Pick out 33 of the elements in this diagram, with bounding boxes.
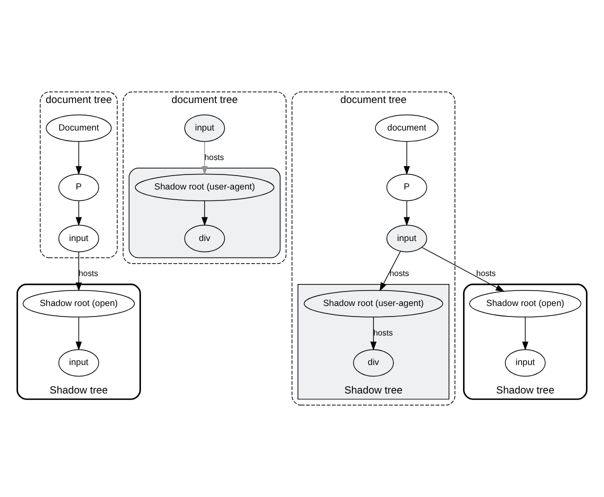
node-ellipse: input bbox=[58, 224, 100, 252]
node-ellipse: input bbox=[386, 224, 428, 252]
node-ellipse: div bbox=[184, 224, 225, 252]
node-ellipse: Document bbox=[46, 114, 112, 142]
cluster bbox=[128, 168, 281, 258]
arrow bbox=[422, 247, 505, 292]
arrow bbox=[202, 141, 208, 176]
node-ellipse: input bbox=[184, 114, 225, 142]
arrow bbox=[202, 200, 208, 226]
arrow bbox=[76, 252, 82, 292]
node-ellipse: input bbox=[58, 349, 100, 377]
arrow bbox=[76, 316, 82, 350]
node-ellipse: input bbox=[504, 349, 546, 377]
node-ellipse: P bbox=[58, 174, 100, 202]
node-ellipse: Shadow root (open) bbox=[22, 290, 135, 318]
node-ellipse: P bbox=[386, 174, 428, 202]
edge-label: hosts bbox=[390, 269, 410, 278]
arrow bbox=[380, 250, 401, 292]
edge-label: hosts bbox=[78, 269, 98, 278]
edge-label: hosts bbox=[476, 269, 496, 278]
node-ellipse: document bbox=[374, 114, 439, 142]
arrow bbox=[404, 141, 410, 176]
arrow bbox=[76, 200, 82, 226]
edge-label: hosts bbox=[373, 328, 393, 338]
node-ellipse: div bbox=[353, 349, 394, 377]
arrow bbox=[76, 141, 82, 175]
node-ellipse: Shadow root (user-agent) bbox=[304, 290, 444, 318]
node-ellipse: Shadow root (user-agent) bbox=[134, 174, 274, 202]
arrow bbox=[522, 316, 528, 350]
arrow bbox=[404, 200, 410, 226]
node-ellipse: Shadow root (open) bbox=[469, 290, 582, 318]
arrow bbox=[370, 316, 377, 350]
edge-label: hosts bbox=[204, 152, 224, 162]
